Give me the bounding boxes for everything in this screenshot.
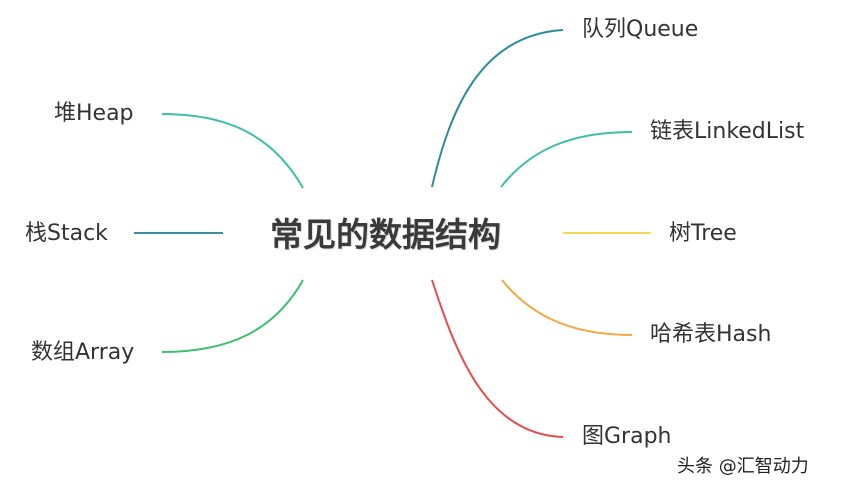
node-queue[interactable]: 队列Queue [582, 17, 699, 42]
connector-array [161, 279, 304, 353]
connector-hash [501, 279, 633, 336]
node-graph[interactable]: 图Graph [582, 424, 672, 449]
node-hash[interactable]: 哈希表Hash [650, 322, 772, 347]
node-stack[interactable]: 栈Stack [25, 221, 108, 246]
connector-linkedlist [500, 131, 633, 188]
connector-heap [161, 113, 304, 189]
watermark-text: 头条 @汇智动力 [677, 456, 809, 477]
root-node[interactable]: 常见的数据结构 [270, 215, 501, 254]
node-heap[interactable]: 堆Heap [54, 101, 134, 126]
connector-queue [431, 29, 564, 188]
node-tree[interactable]: 树Tree [669, 221, 737, 246]
node-linkedlist[interactable]: 链表LinkedList [650, 119, 805, 144]
connector-graph [431, 279, 564, 438]
node-array[interactable]: 数组Array [31, 340, 135, 365]
